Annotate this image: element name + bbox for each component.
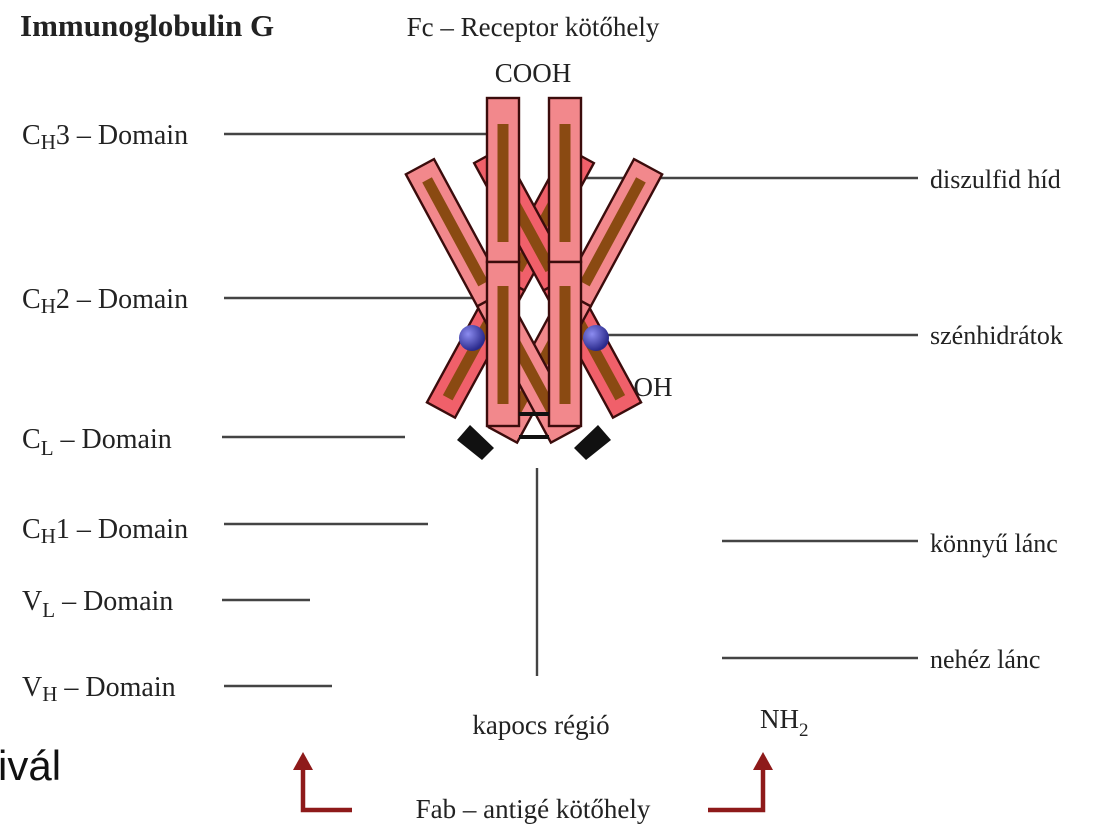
cropped-background-text: ivál bbox=[0, 742, 61, 789]
light-chain-label: könnyű lánc bbox=[930, 529, 1058, 558]
disulfide-bridge-left bbox=[457, 425, 494, 460]
stripe-ch3-right bbox=[560, 124, 571, 242]
carbohydrate-left bbox=[459, 325, 485, 351]
hinge-region-label: kapocs régió bbox=[472, 710, 609, 740]
left-labels: CH3 – Domain CH2 – Domain CL – Domain CH… bbox=[22, 120, 188, 706]
nh2-label: NH2 bbox=[760, 704, 809, 741]
disulfide-bridge-label: diszulfid híd bbox=[930, 165, 1061, 194]
fc-receptor-label: Fc – Receptor kötőhely bbox=[407, 12, 660, 42]
vl-domain-label: VL – Domain bbox=[22, 586, 173, 622]
fab-arrow-right-head bbox=[753, 752, 773, 770]
stripe-ch2-left bbox=[498, 286, 509, 404]
diagram-title: Immunoglobulin G bbox=[20, 8, 274, 43]
fab-arrow-right bbox=[708, 768, 763, 810]
fab-arrow-right-line bbox=[708, 768, 763, 810]
carbohydrate-right bbox=[583, 325, 609, 351]
heavy-chain-label: nehéz lánc bbox=[930, 645, 1040, 674]
stripe-ch3-left bbox=[498, 124, 509, 242]
fab-arrow-left bbox=[303, 768, 352, 810]
ch2-domain-label: CH2 – Domain bbox=[22, 284, 188, 318]
heavy-stem-right bbox=[549, 98, 581, 426]
ch3-domain-label: CH3 – Domain bbox=[22, 120, 188, 154]
stripe-ch2-right bbox=[560, 286, 571, 404]
right-labels: diszulfid híd szénhidrátok könnyű lánc n… bbox=[930, 165, 1063, 674]
disulfide-bridge-right bbox=[574, 425, 611, 460]
fab-arrow-left-head bbox=[293, 752, 313, 770]
vh-domain-label: VH – Domain bbox=[22, 672, 176, 706]
ch1-domain-label: CH1 – Domain bbox=[22, 514, 188, 548]
stripe-vh-left bbox=[580, 177, 646, 286]
heavy-stem-left bbox=[487, 98, 519, 426]
cooh-top-label: COOH bbox=[495, 58, 572, 88]
carbohydrates-label: szénhidrátok bbox=[930, 321, 1063, 350]
stripe-vh-right bbox=[422, 177, 488, 286]
fab-arrow-left-line bbox=[303, 768, 352, 810]
fab-antigen-site-label: Fab – antigé kötőhely bbox=[416, 794, 651, 824]
cl-domain-label: CL – Domain bbox=[22, 424, 172, 460]
